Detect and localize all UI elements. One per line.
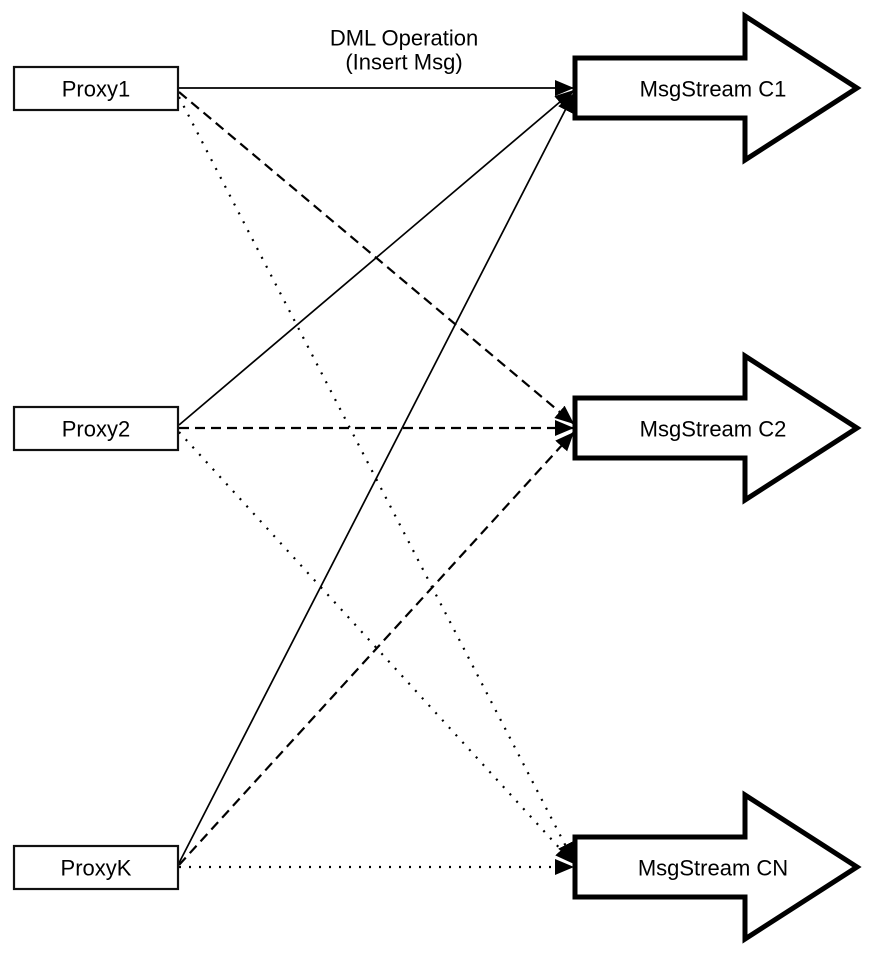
edge-proxy1-to-cn	[178, 96, 575, 863]
msgstream-cn-label: MsgStream CN	[638, 856, 788, 881]
diagram-title-line1: DML Operation	[330, 26, 478, 51]
msgstream-c2-label: MsgStream C2	[640, 417, 787, 442]
msgstream-c2-node: MsgStream C2	[572, 351, 862, 505]
edges-layer	[178, 80, 575, 875]
proxy2-box	[12, 405, 180, 452]
proxyk-label: ProxyK	[61, 856, 132, 881]
diagram-title: DML Operation (Insert Msg)	[330, 26, 478, 75]
proxyk-node: ProxyK	[12, 844, 180, 891]
proxy2-label: Proxy2	[62, 417, 130, 442]
proxy1-label: Proxy1	[62, 77, 130, 102]
edge-proxy1-to-c2	[178, 91, 575, 425]
proxy1-node: Proxy1	[12, 65, 180, 112]
msgstream-c1-node: MsgStream C1	[572, 11, 862, 165]
proxyk-box	[12, 844, 180, 891]
msgstream-c1-arrow-shape	[572, 11, 862, 165]
msgstream-c2-arrow-shape	[572, 351, 862, 505]
msgstream-cn-arrow-shape	[572, 790, 862, 944]
edge-proxyk-to-c1	[178, 92, 575, 864]
msgstream-cn-node: MsgStream CN	[572, 790, 862, 944]
edge-proxyk-to-c2	[178, 431, 575, 866]
diagram-title-line2: (Insert Msg)	[345, 50, 462, 75]
msgstream-c1-label: MsgStream C1	[640, 77, 787, 102]
proxy1-box	[12, 65, 180, 112]
proxy2-node: Proxy2	[12, 405, 180, 452]
